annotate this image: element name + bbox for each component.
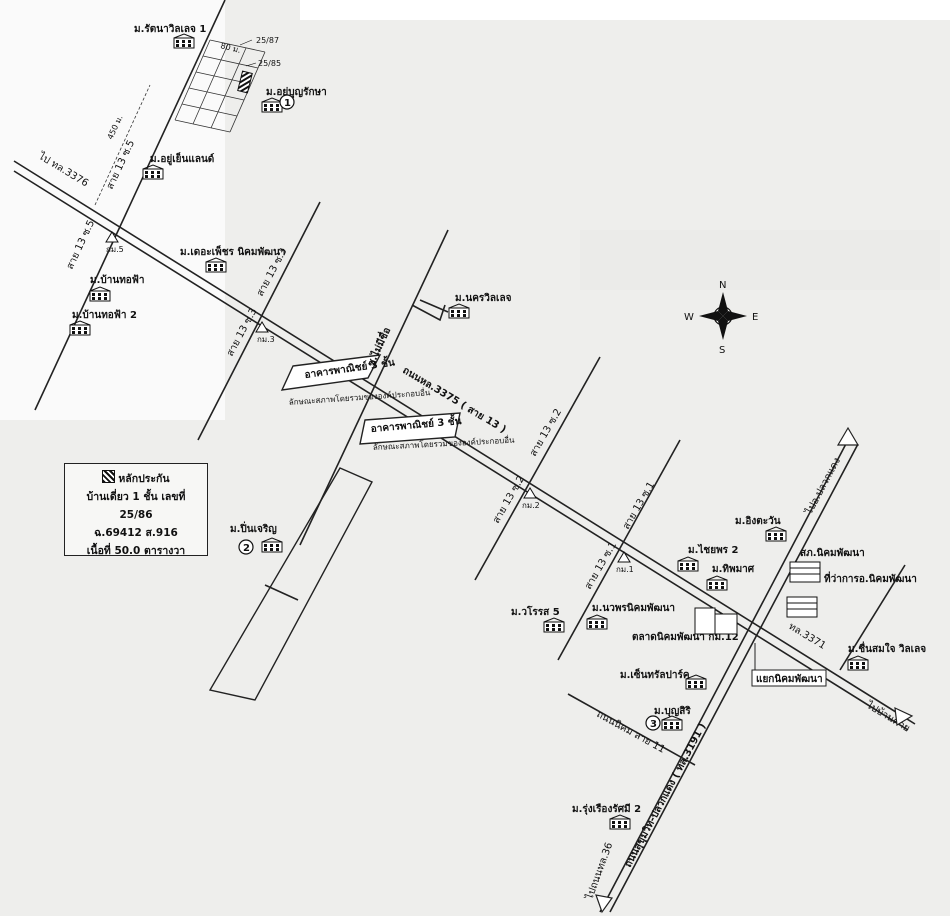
km-marker-3: กม.3 [255,321,275,344]
svg-text:ที่ว่าการอ.นิคมพัฒนา: ที่ว่าการอ.นิคมพัฒนา [824,571,917,585]
svg-text:ม.นวพรนิคมพัฒนา: ม.นวพรนิคมพัฒนา [592,602,675,614]
svg-text:ม.ไชยพร 2: ม.ไชยพร 2 [688,543,739,556]
svg-text:1: 1 [284,98,291,109]
nakhon-access-road-2 [419,299,449,313]
svg-text:กม.3: กม.3 [257,335,275,344]
soi-13-5-road [34,0,226,411]
marker-1: 1 [279,94,295,110]
arrow-to-pluakdaeng [836,426,860,446]
place-bunsiri: ม.บุญสิริ [654,705,691,731]
distance-450-line [94,84,151,206]
svg-text:ม.บ้านทอฟ้า 2: ม.บ้านทอฟ้า 2 [72,309,137,321]
junction-label: แยกนิคมพัฒนา [756,673,823,685]
svg-text:ม.รุ่งเรืองรัศมี 2: ม.รุ่งเรืองรัศมี 2 [572,803,641,815]
arrow-to-36 [595,894,614,914]
svg-text:ม.เดอะเพ็ชร นิคมพัฒนา: ม.เดอะเพ็ชร นิคมพัฒนา [180,244,286,258]
main-road-edge-bottom [13,170,909,731]
compass-e: E [752,312,758,323]
svg-text:ม.วโรรส 5: ม.วโรรส 5 [511,605,560,618]
place-bantofa: ม.บ้านทอฟ้า [89,274,144,302]
place-central: ม.เซ็นทรัลปาร์ค [620,667,707,690]
svg-text:ม.นครวิลเลจ: ม.นครวิลเลจ [455,292,512,304]
side-road-chuensom [839,564,906,671]
plot-25-87-label: 25/87 [256,36,279,45]
svg-text:ม.ชื่นสมใจ วิลเลจ: ม.ชื่นสมใจ วิลเลจ [848,641,926,655]
pincharoen-cross-road [264,584,299,601]
place-rungruang: ม.รุ่งเรืองรัศมี 2 [572,803,641,830]
svg-text:กม.1: กม.1 [616,565,634,574]
legend-title: หลักประกัน [118,473,170,485]
place-thipmas: ม.ทิพมาศ [706,563,755,591]
compass-w: W [684,312,694,323]
svg-text:กม.5: กม.5 [106,245,124,254]
marker-2: 2 [238,539,254,555]
hatch-swatch-icon [102,470,116,483]
place-nakhon: ม.นครวิลเลจ [448,292,512,319]
svg-text:ม.อยู่เย็นแลนด์: ม.อยู่เย็นแลนด์ [150,151,214,166]
legend-line-3: เนื้อที่ 50.0 ตารางวา [86,545,186,557]
nikhom-11-road [567,693,696,766]
km-marker-5: กม.5 [105,231,124,254]
sukhumvit-road-edge-right [609,443,859,913]
place-rattana: ม.รัตนาวิลเลจ 1 [134,23,206,49]
commercial-block-a [280,354,382,391]
svg-text:3: 3 [650,719,657,730]
main-road-edge-top [13,160,916,725]
legend-line-1: บ้านเดี่ยว 1 ชั้น เลขที่ 25/86 [86,491,186,521]
rattana-housing-grid [174,39,266,133]
svg-text:ม.อิงตะวัน: ม.อิงตะวัน [735,515,781,527]
svg-text:ม.บ้านทอฟ้า: ม.บ้านทอฟ้า [90,274,144,286]
compass-n: N [719,280,726,291]
place-thepetch: ม.เดอะเพ็ชร นิคมพัฒนา [180,244,286,273]
place-chuensom: ม.ชื่นสมใจ วิลเลจ [847,641,926,671]
collateral-plot [237,70,253,94]
km-marker-2: กม.2 [522,487,540,510]
km-marker-1: กม.1 [616,551,634,574]
pincharoen-inner-road [208,467,373,701]
place-ingtawan: ม.อิงตะวัน [735,515,787,542]
place-amphoe: ที่ว่าการอ.นิคมพัฒนา [786,571,917,618]
svg-text:สภ.นิคมพัฒนา: สภ.นิคมพัฒนา [800,547,865,559]
svg-text:ม.อยู่บุญรักษา: ม.อยู่บุญรักษา [266,86,327,99]
place-nawaporn: ม.นวพรนิคมพัฒนา [586,602,675,630]
place-pincharoen: ม.ปิ่นเจริญ [230,521,283,553]
compass-s: S [719,345,725,356]
legend-line-2: ฉ.69412 ส.916 [94,527,178,539]
soi-13-2-road [474,356,601,581]
svg-text:กม.2: กม.2 [522,501,540,510]
unnamed-soi-road [299,229,449,546]
place-yubun: ม.อยู่บุญรักษา [261,86,327,113]
place-yuyen: ม.อยู่เย็นแลนด์ [142,151,214,180]
svg-text:2: 2 [243,543,250,554]
svg-text:ม.ปิ่นเจริญ: ม.ปิ่นเจริญ [230,521,277,535]
svg-text:ม.บุญสิริ: ม.บุญสิริ [654,705,691,717]
place-vroses5: ม.วโรรส 5 [511,605,565,633]
junction-label-box [751,669,827,687]
plot-25-85-label: 25/85 [258,59,281,68]
place-bantofa2: ม.บ้านทอฟ้า 2 [69,309,137,336]
place-chaiyaporn2: ม.ไชยพร 2 [677,543,739,572]
collateral-legend: หลักประกัน บ้านเดี่ยว 1 ชั้น เลขที่ 25/8… [64,463,208,557]
sukhumvit-road-edge-left [599,439,849,913]
svg-text:ม.เซ็นทรัลปาร์ค: ม.เซ็นทรัลปาร์ค [620,667,690,681]
svg-text:ม.ทิพมาศ: ม.ทิพมาศ [712,563,755,575]
arrow-to-bankhai [894,706,914,726]
svg-text:ม.รัตนาวิลเลจ 1: ม.รัตนาวิลเลจ 1 [134,23,206,35]
place-sapho: สภ.นิคมพัฒนา [789,547,865,583]
soi-13-3-road [197,201,321,441]
compass-icon: N S E W [684,280,758,356]
commercial-block-b [359,412,461,445]
soi-13-1-road [557,439,681,661]
place-market: ตลาดนิคมพัฒนา กม.12 [632,607,739,643]
marker-3: 3 [645,715,661,731]
